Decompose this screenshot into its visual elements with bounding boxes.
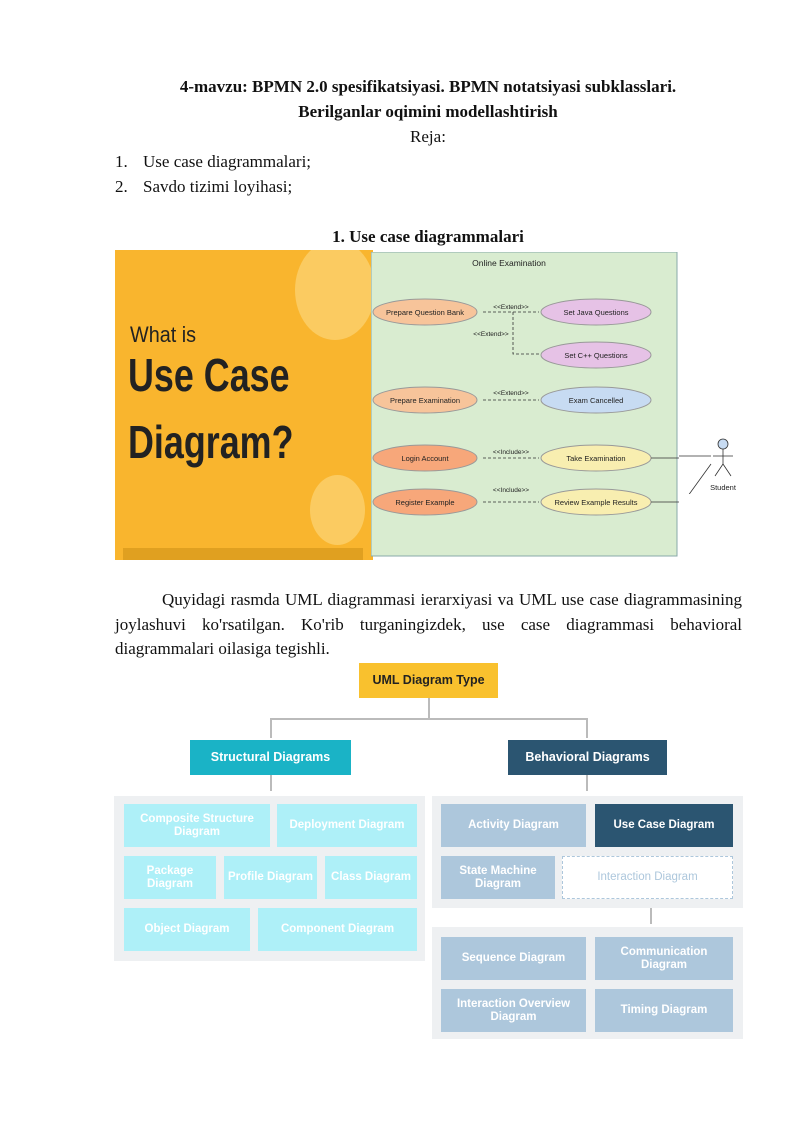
use-case-label: Prepare Question Bank xyxy=(386,308,464,317)
structural-item: Composite Structure Diagram xyxy=(124,804,270,847)
relation-label: <<Include>> xyxy=(493,487,529,494)
interaction-panel xyxy=(432,927,743,1039)
use-case-figure: What is Use Case Diagram? Online Examina… xyxy=(115,250,679,560)
banner-logo xyxy=(123,548,363,560)
system-name: Online Examination xyxy=(472,258,546,268)
structural-item: Profile Diagram xyxy=(224,856,317,899)
behavioral-item: State Machine Diagram xyxy=(441,856,555,899)
use-case-label: Set C++ Questions xyxy=(564,351,628,360)
actor-head-icon xyxy=(717,438,729,450)
use-case-label: Register Example xyxy=(395,498,454,507)
use-case-diagram-box: Use Case Diagram xyxy=(595,804,733,847)
use-case xyxy=(540,298,652,326)
behavioral-diagrams-box: Behavioral Diagrams xyxy=(508,740,667,775)
use-case-label: Review Example Results xyxy=(555,498,638,507)
page-title-line1: 4-mavzu: BPMN 2.0 spesifikatsiyasi. BPMN… xyxy=(179,77,677,96)
plan-heading: Reja: xyxy=(410,127,446,146)
behavioral-panel xyxy=(432,796,743,908)
use-case-label: Take Examination xyxy=(566,454,625,463)
lightbulb-icon xyxy=(295,250,373,340)
relation-label: <<Include>> xyxy=(493,449,529,456)
use-case-label: Login Account xyxy=(401,454,449,463)
lightbulb-icon xyxy=(310,475,365,545)
banner-image: What is Use Case Diagram? xyxy=(115,250,373,560)
relation-label: <<Extend>> xyxy=(493,390,529,397)
uml-root-box: UML Diagram Type xyxy=(359,663,498,698)
interaction-item: Timing Diagram xyxy=(595,989,733,1032)
interaction-item: Interaction Overview Diagram xyxy=(441,989,586,1032)
relation-label: <<Extend>> xyxy=(473,331,509,338)
use-case-label: Set Java Questions xyxy=(563,308,628,317)
structural-item: Object Diagram xyxy=(124,908,250,951)
use-case xyxy=(372,488,478,516)
use-case-label: Prepare Examination xyxy=(390,396,460,405)
behavioral-item: Activity Diagram xyxy=(441,804,586,847)
structural-panel xyxy=(114,796,425,961)
interaction-diagram-box: Interaction Diagram xyxy=(562,856,733,899)
use-case xyxy=(372,444,478,472)
use-case xyxy=(372,386,478,414)
banner-line2: Diagram? xyxy=(128,416,294,468)
structural-item: Package Diagram xyxy=(124,856,216,899)
use-case xyxy=(540,341,652,369)
actor-label: Student xyxy=(710,483,737,492)
use-case xyxy=(372,298,478,326)
structural-item: Deployment Diagram xyxy=(277,804,417,847)
interaction-item: Communication Diagram xyxy=(595,937,733,980)
relation-label: <<Extend>> xyxy=(493,304,529,311)
banner-line1: Use Case xyxy=(128,349,290,401)
structural-item: Class Diagram xyxy=(325,856,417,899)
plan-item: 1.Use case diagrammalari; xyxy=(115,152,312,171)
use-case-label: Exam Cancelled xyxy=(569,396,624,405)
page-title-line2: Berilganlar oqimini modellashtirish xyxy=(298,102,558,121)
use-case xyxy=(540,386,652,414)
use-case-diagram: Online Examination <<Extend>> <<Extend>>… xyxy=(371,252,679,557)
structural-diagrams-box: Structural Diagrams xyxy=(190,740,351,775)
student-actor: Student xyxy=(679,438,737,494)
body-paragraph: Quyidagi rasmda UML diagrammasi ierarxiy… xyxy=(115,590,742,658)
structural-item: Component Diagram xyxy=(258,908,417,951)
section-heading: 1. Use case diagrammalari xyxy=(332,227,524,246)
plan-item: 2.Savdo tizimi loyihasi; xyxy=(115,177,293,196)
interaction-item: Sequence Diagram xyxy=(441,937,586,980)
banner-what: What is xyxy=(130,322,197,347)
